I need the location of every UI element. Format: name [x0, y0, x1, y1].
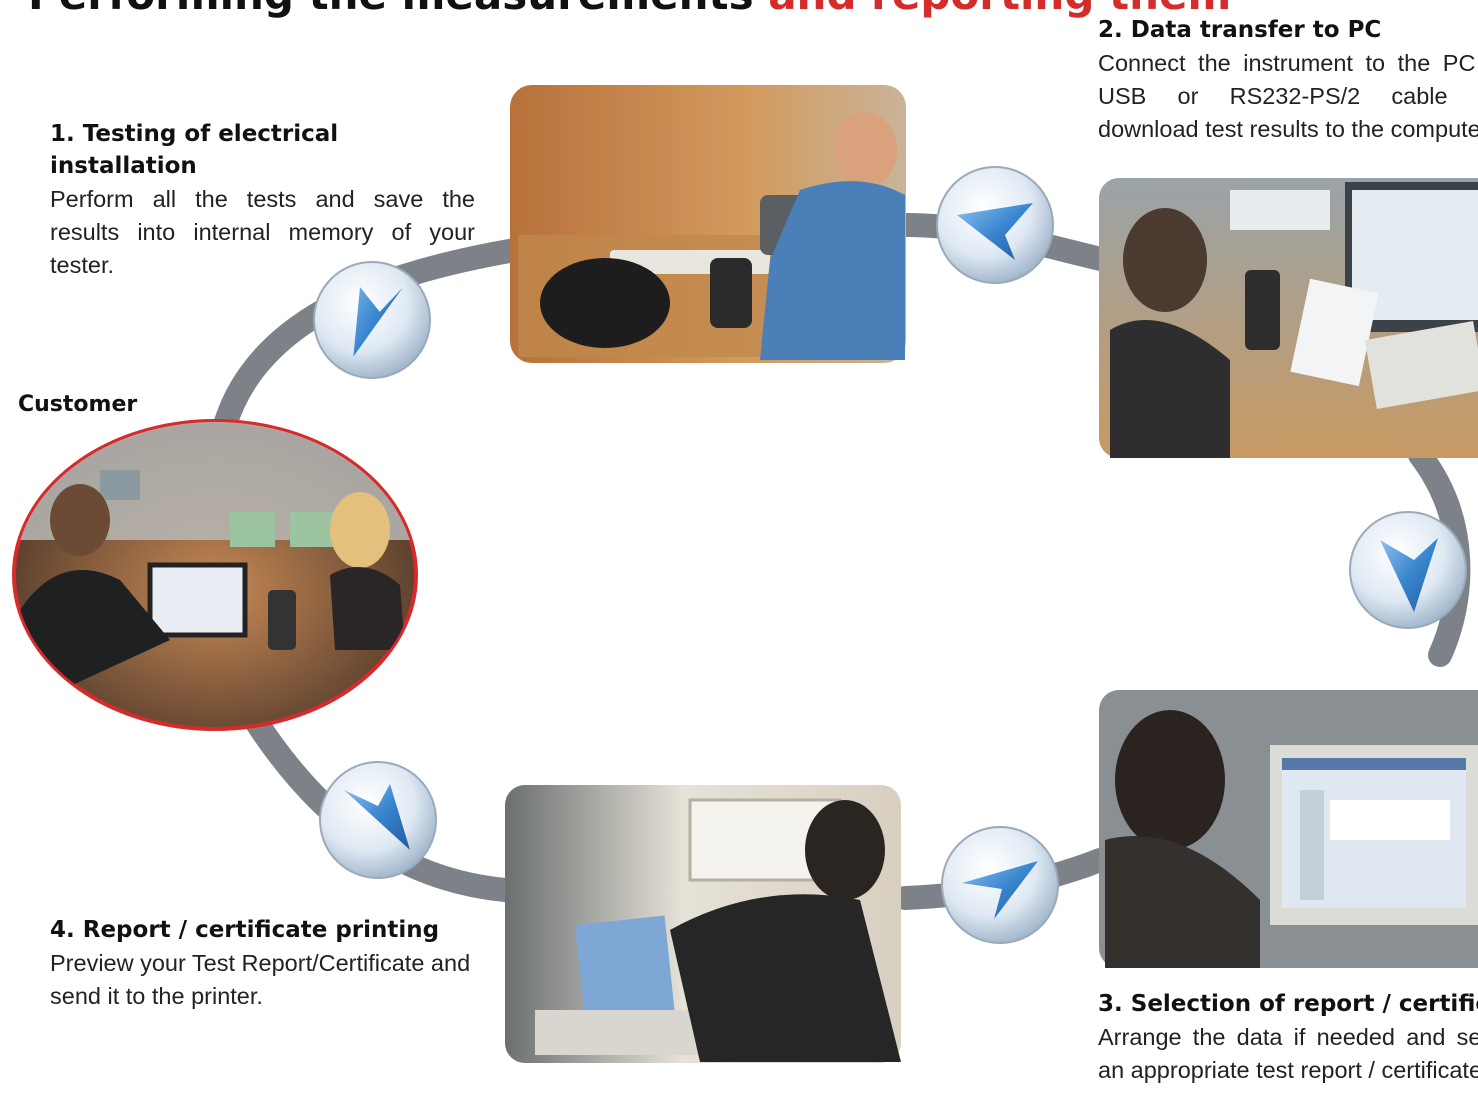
step1-caption: 1. Testing of electrical installation Pe… — [50, 118, 475, 282]
headline-accent: and reporting them — [768, 0, 1231, 19]
step2-caption: 2. Data transfer to PC Connect the instr… — [1098, 14, 1478, 146]
step4-title: 4. Report / certificate printing — [50, 917, 440, 943]
step2-title: 2. Data transfer to PC — [1098, 17, 1382, 43]
step4-caption: 4. Report / certificate printing Preview… — [50, 914, 475, 1013]
step3-caption: 3. Selection of report / certificate Arr… — [1098, 988, 1478, 1087]
step4-photo — [505, 785, 901, 1063]
customer-label: Customer — [18, 392, 138, 417]
step3-photo — [1099, 690, 1478, 968]
step4-description: Preview your Test Report/Certificate and… — [50, 950, 471, 1010]
flow-arrow-3-icon — [1349, 511, 1467, 629]
customer-photo — [12, 419, 418, 731]
step3-title: 3. Selection of report / certificate — [1098, 991, 1478, 1017]
step2-photo — [1099, 178, 1478, 458]
step2-description: Connect the instrument to the PC via USB… — [1098, 50, 1478, 142]
step3-description: Arrange the data if needed and select an… — [1098, 1024, 1478, 1084]
step1-title: 1. Testing of electrical installation — [50, 121, 339, 180]
flow-arrow-1-icon — [313, 261, 431, 379]
page-headline: Performing the measurements and reportin… — [28, 0, 1231, 19]
flow-arrow-2-icon — [936, 166, 1054, 284]
step1-description: Perform all the tests and save the resul… — [50, 186, 475, 279]
flow-arrow-5-icon — [319, 761, 437, 879]
headline-main: Performing the measurements — [28, 0, 754, 19]
step1-photo — [510, 85, 906, 363]
flow-arrow-4-icon — [941, 826, 1059, 944]
